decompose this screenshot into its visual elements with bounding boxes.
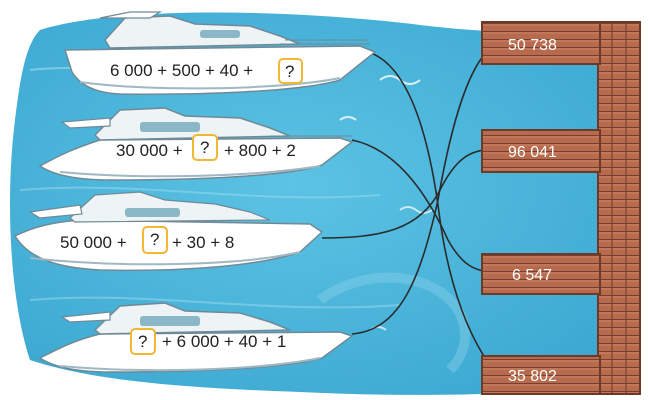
boat-4-answer-box[interactable] (130, 328, 156, 355)
boat-3-expression-after: + 30 + 8 (172, 233, 234, 252)
boat-4-answer-placeholder: ? (138, 332, 147, 351)
ropes (321, 44, 496, 373)
boat-2-expression-after: + 800 + 2 (224, 141, 296, 160)
boat-4: ? + 6 000 + 40 + 1 (38, 302, 354, 373)
pier-4-label: 35 802 (508, 368, 557, 385)
pier-4[interactable]: 35 802 (481, 355, 601, 395)
pier-3[interactable]: 6 547 (481, 253, 601, 295)
boat-2-expression-before: 30 000 + (116, 141, 183, 160)
boat-3-expression-before: 50 000 + (60, 233, 127, 252)
boat-1-answer-box[interactable] (278, 58, 303, 84)
boat-2-answer-placeholder: ? (200, 138, 209, 157)
pier-2-label: 96 041 (508, 144, 557, 161)
boat-3-answer-placeholder: ? (150, 230, 159, 249)
boat-2-answer-box[interactable] (192, 134, 218, 161)
boat-3: 50 000 + ? + 30 + 8 (13, 191, 324, 272)
boat-4-expression: + 6 000 + 40 + 1 (162, 332, 286, 351)
boat-3-answer-box[interactable] (142, 226, 168, 254)
pier-3-label: 6 547 (512, 267, 552, 284)
boat-2: 30 000 + ? + 800 + 2 (38, 107, 354, 181)
boat-1-expression: 6 000 + 500 + 40 + (110, 61, 253, 80)
pier-1[interactable]: 50 738 (481, 21, 601, 65)
pier-1-label: 50 738 (508, 37, 557, 54)
boat-1: 6 000 + 500 + 40 + ? (63, 11, 377, 95)
pier-2[interactable]: 96 041 (481, 129, 601, 173)
dock (597, 21, 641, 395)
boat-1-answer-placeholder: ? (285, 62, 294, 81)
